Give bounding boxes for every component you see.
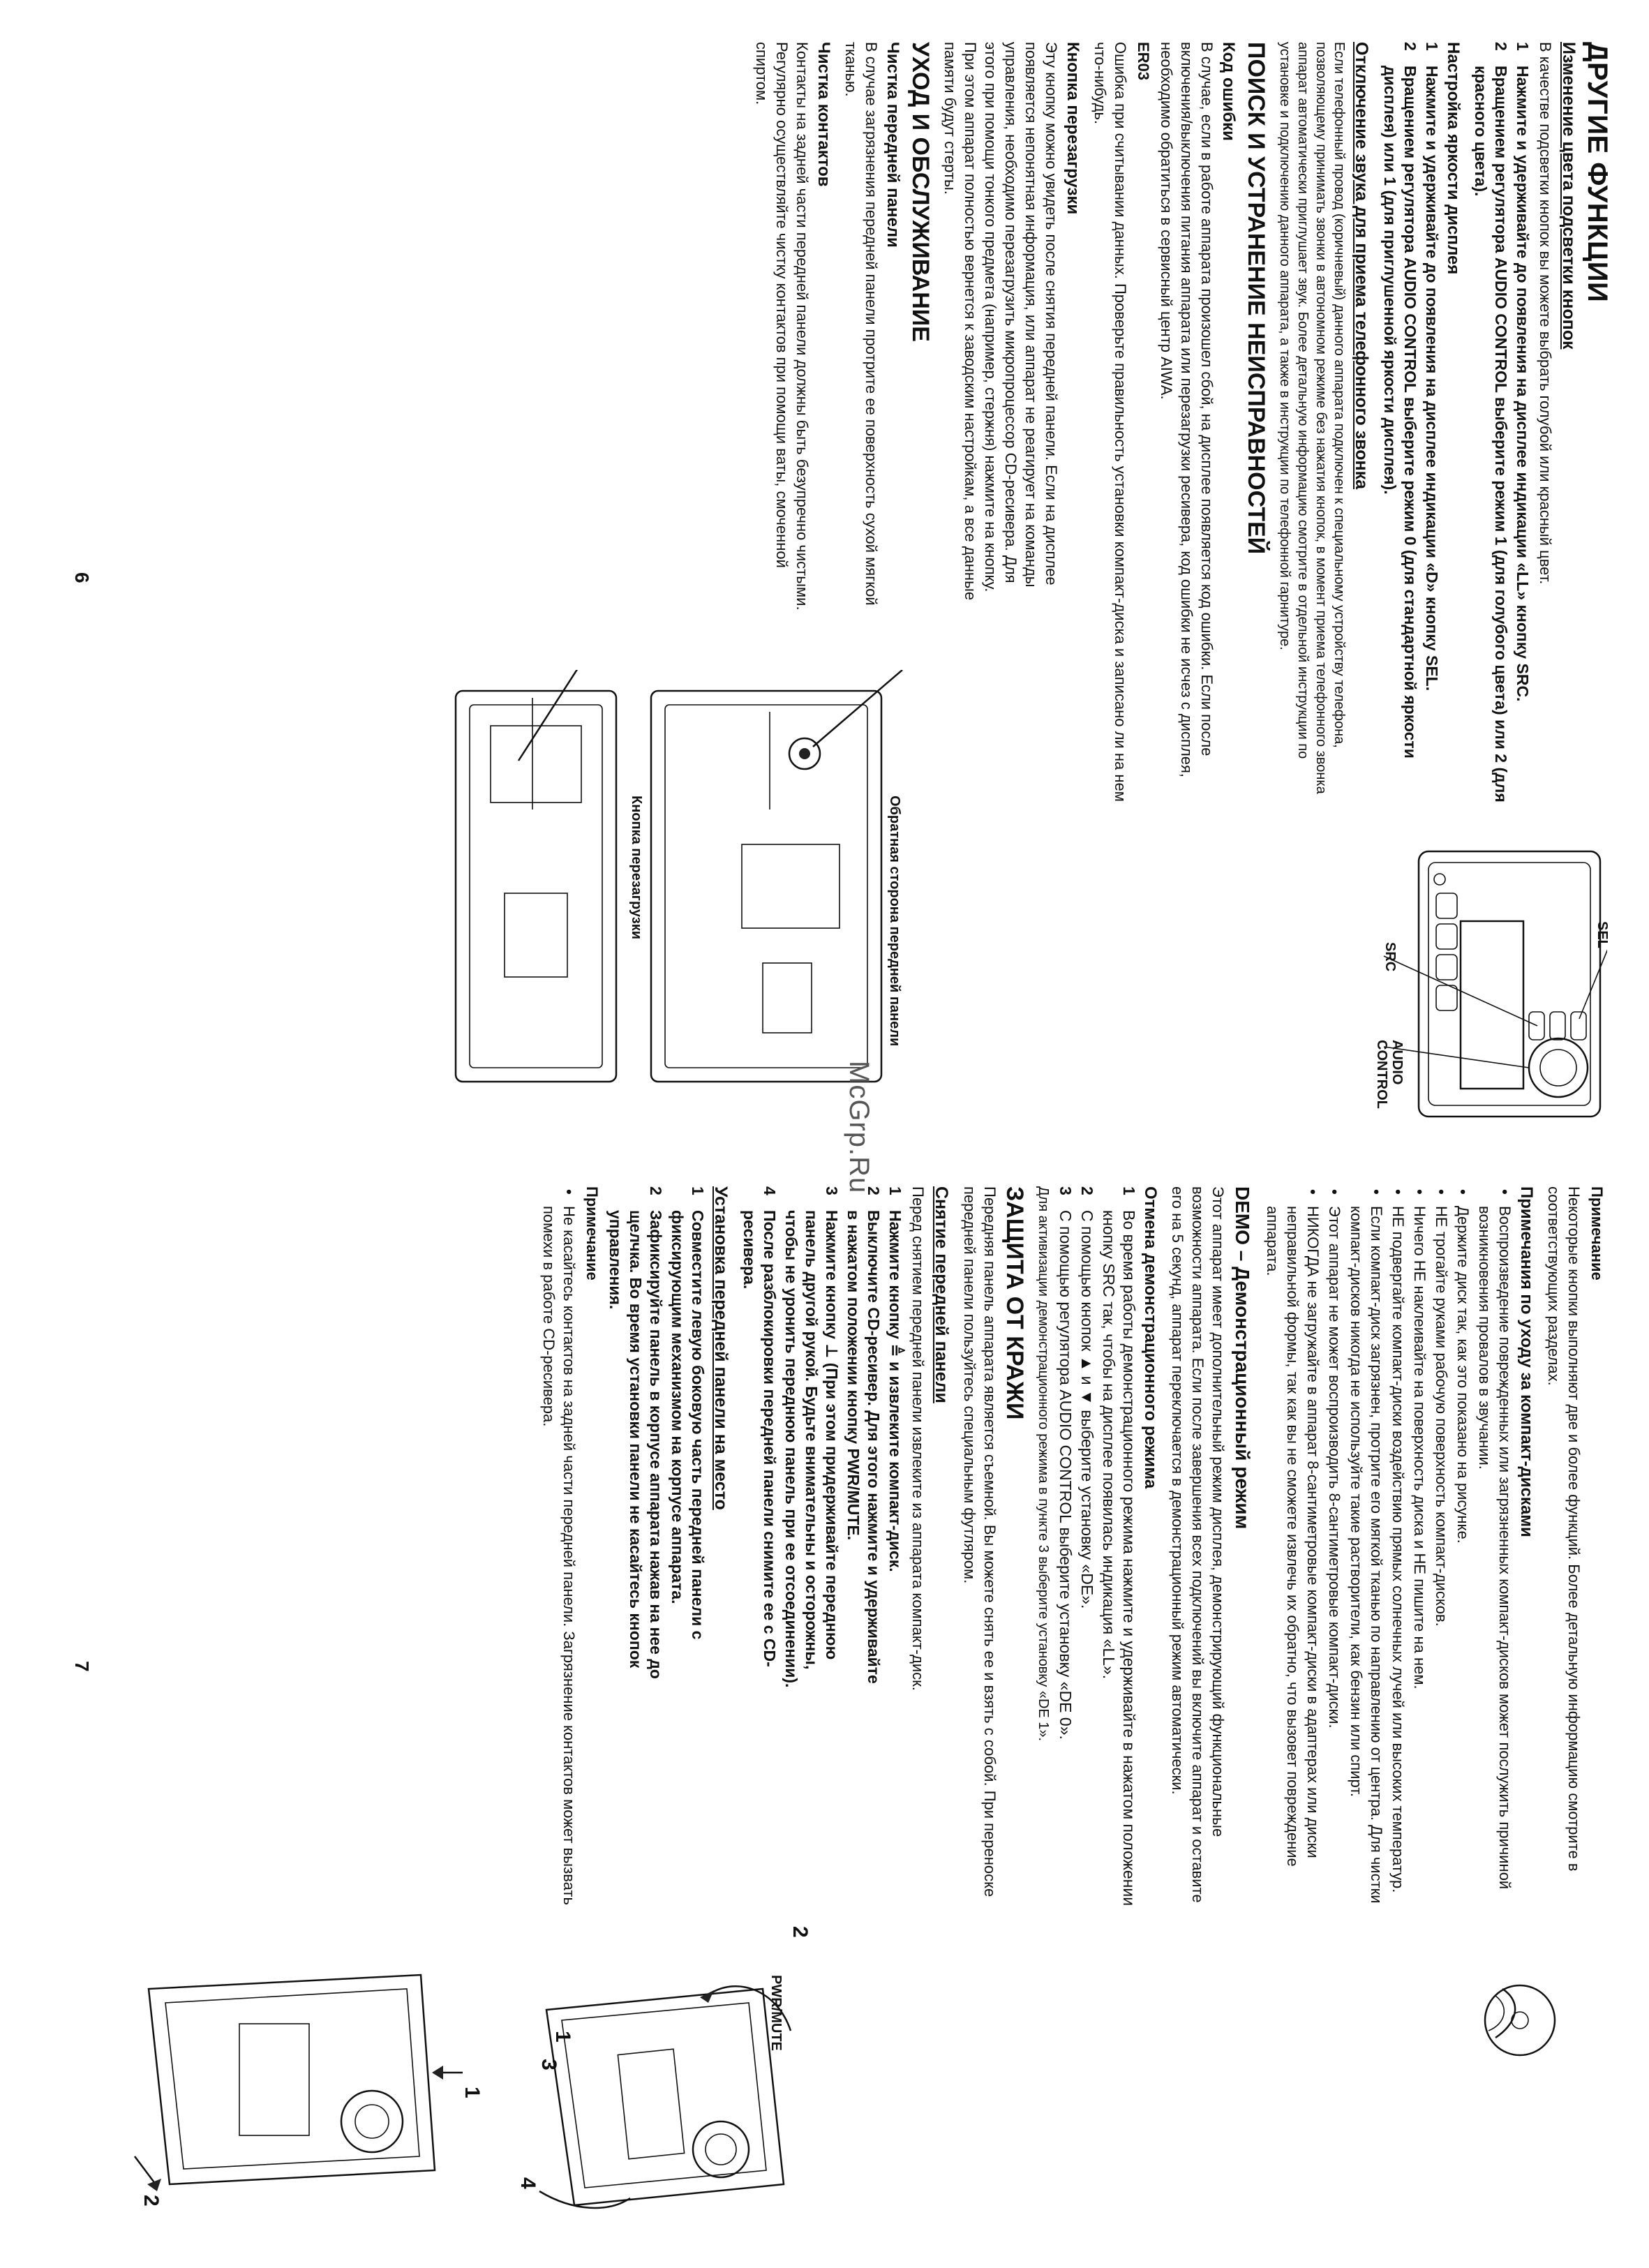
contacts-cleaning-text: Контакты на задней части передней панели… bbox=[753, 42, 811, 611]
watermark: McGrp.Ru bbox=[844, 1061, 874, 1194]
panel-cleaning-text: В случае загрязнения передней панели про… bbox=[842, 42, 880, 606]
panel-back-drawing bbox=[454, 662, 903, 1083]
front-panel-figure: SEL SRC AUDIO CONTROL bbox=[1374, 837, 1611, 1131]
cd-hand-icon bbox=[1484, 1984, 1556, 2057]
figure-number-3: 3 bbox=[537, 2059, 560, 2071]
brightness-heading: Настройка яркости дисплея bbox=[1444, 42, 1463, 275]
demo-cancel-heading: Отмена демонстрационного режима bbox=[1141, 1186, 1160, 1489]
remove-panel-intro: Перед снятием передней панели извлеките … bbox=[909, 1186, 927, 1691]
left-page: ДРУГИЕ ФУНКЦИИ Изменение цвета подсветки… bbox=[51, 42, 1613, 1131]
figure-number-2: 2 bbox=[140, 2195, 163, 2207]
remove-panel-heading: Снятие передней панели bbox=[932, 1186, 951, 1403]
cd-care-list: •Воспроизведение поврежденных или загряз… bbox=[1262, 1186, 1515, 1926]
panel-install-figure: 1 2 bbox=[128, 1947, 484, 2226]
panel-removal-figure: 2 PWR/MUTE 1 3 4 bbox=[512, 1926, 812, 2226]
reset-button-caption: Кнопка перезагрузки bbox=[629, 796, 644, 940]
panel-back-figure: Кнопка перезагрузки Обратная сторона пер… bbox=[421, 662, 909, 1117]
reset-heading: Кнопка перезагрузки bbox=[1064, 42, 1082, 215]
reset-text: Эту кнопку можно увидеть после снятия пе… bbox=[941, 42, 1060, 601]
er-code: ER03 bbox=[1135, 42, 1152, 81]
list-item: •Воспроизведение поврежденных или загряз… bbox=[1476, 1189, 1514, 1890]
list-item: •НЕ трогайте руками рабочую поверхность … bbox=[1433, 1189, 1450, 1627]
front-panel-drawing bbox=[1383, 850, 1611, 1118]
theft-title: ЗАЩИТА ОТ КРАЖИ bbox=[1001, 1186, 1028, 1420]
audio-label: AUDIO bbox=[1389, 1040, 1405, 1085]
right-page: Примечание Некоторые кнопки выполняют дв… bbox=[51, 1186, 1607, 2233]
figure-number-2: 2 bbox=[789, 1926, 812, 1938]
list-item: •Не касайтесь контактов на задней части … bbox=[540, 1189, 578, 1905]
note-heading: Примечание bbox=[1588, 1186, 1606, 1281]
troubleshooting-title: ПОИСК И УСТРАНЕНИЕ НЕИСПРАВНОСТЕЙ bbox=[1243, 42, 1269, 555]
error-code-text: В случае, если в работе аппарата произош… bbox=[1158, 42, 1216, 777]
install-note-list: •Не касайтесь контактов на задней части … bbox=[539, 1186, 579, 1926]
note-text: Некоторые кнопки выполняют две и более ф… bbox=[1545, 1186, 1583, 1872]
list-item: •Этот аппарат не может воспроизводить 8-… bbox=[1326, 1189, 1343, 1729]
care-title: УХОД И ОБСЛУЖИВАНИЕ bbox=[907, 42, 934, 342]
phone-mute-heading: Отключение звука для приема телефонного … bbox=[1352, 42, 1371, 490]
button-color-intro: В качестве подсветки кнопок вы можете вы… bbox=[1537, 42, 1554, 585]
page-title: ДРУГИЕ ФУНКЦИИ bbox=[1582, 42, 1613, 303]
list-item: •Ничего НЕ наклеивайте на поверхность ди… bbox=[1411, 1189, 1428, 1689]
page-number-right: 7 bbox=[71, 1661, 93, 1672]
list-item: •НЕ подвергайте компакт-диски воздействи… bbox=[1389, 1189, 1407, 1893]
install-panel-heading: Установка передней панели на место bbox=[711, 1186, 731, 1510]
list-item: •Держите диск так, как это показано на р… bbox=[1454, 1189, 1472, 1544]
src-label: SRC bbox=[1382, 942, 1398, 972]
theft-text: Передняя панель аппарата является съемно… bbox=[961, 1186, 999, 1897]
figure-number-4: 4 bbox=[516, 2177, 539, 2189]
install-note-heading: Примечание bbox=[583, 1186, 601, 1281]
figure-number-1: 1 bbox=[461, 2087, 484, 2098]
er-code-text: Ошибка при считывании данных. Проверьте … bbox=[1091, 42, 1129, 802]
list-item: •Если компакт-диск загрязнен, протрите е… bbox=[1348, 1189, 1385, 1904]
phone-mute-text: Если телефонный провод (коричневый) данн… bbox=[1277, 42, 1347, 794]
button-color-heading: Изменение цвета подсветки кнопок bbox=[1559, 42, 1579, 350]
list-item: •НИКОГДА не загружайте в аппарат 8-санти… bbox=[1264, 1189, 1322, 1867]
control-label: CONTROL bbox=[1374, 1040, 1389, 1109]
right-page-column: Примечание Некоторые кнопки выполняют дв… bbox=[536, 1186, 1607, 1926]
figure-number-1: 1 bbox=[551, 2031, 574, 2043]
sel-label: SEL bbox=[1595, 921, 1610, 948]
demo-text: Этот аппарат имеет дополнительный режим … bbox=[1169, 1186, 1227, 1903]
panel-back-caption: Обратная сторона передней панели bbox=[887, 796, 902, 1047]
panel-removal-drawing bbox=[539, 1985, 792, 2209]
page-number-left: 6 bbox=[71, 572, 93, 583]
pwr-mute-label: PWR/MUTE bbox=[768, 1975, 784, 2051]
cd-care-heading: Примечания по уходу за компакт-дисками bbox=[1517, 1186, 1536, 1537]
demo-heading: DEMO – Демонстрационный режим bbox=[1232, 1186, 1253, 1530]
cd-hand-figure bbox=[1475, 1975, 1565, 2066]
panel-install-drawing bbox=[134, 1974, 463, 2191]
error-code-heading: Код ошибки bbox=[1219, 42, 1238, 141]
demo-activate-text: Для активизации демонстрационного режима… bbox=[1036, 1186, 1051, 1742]
